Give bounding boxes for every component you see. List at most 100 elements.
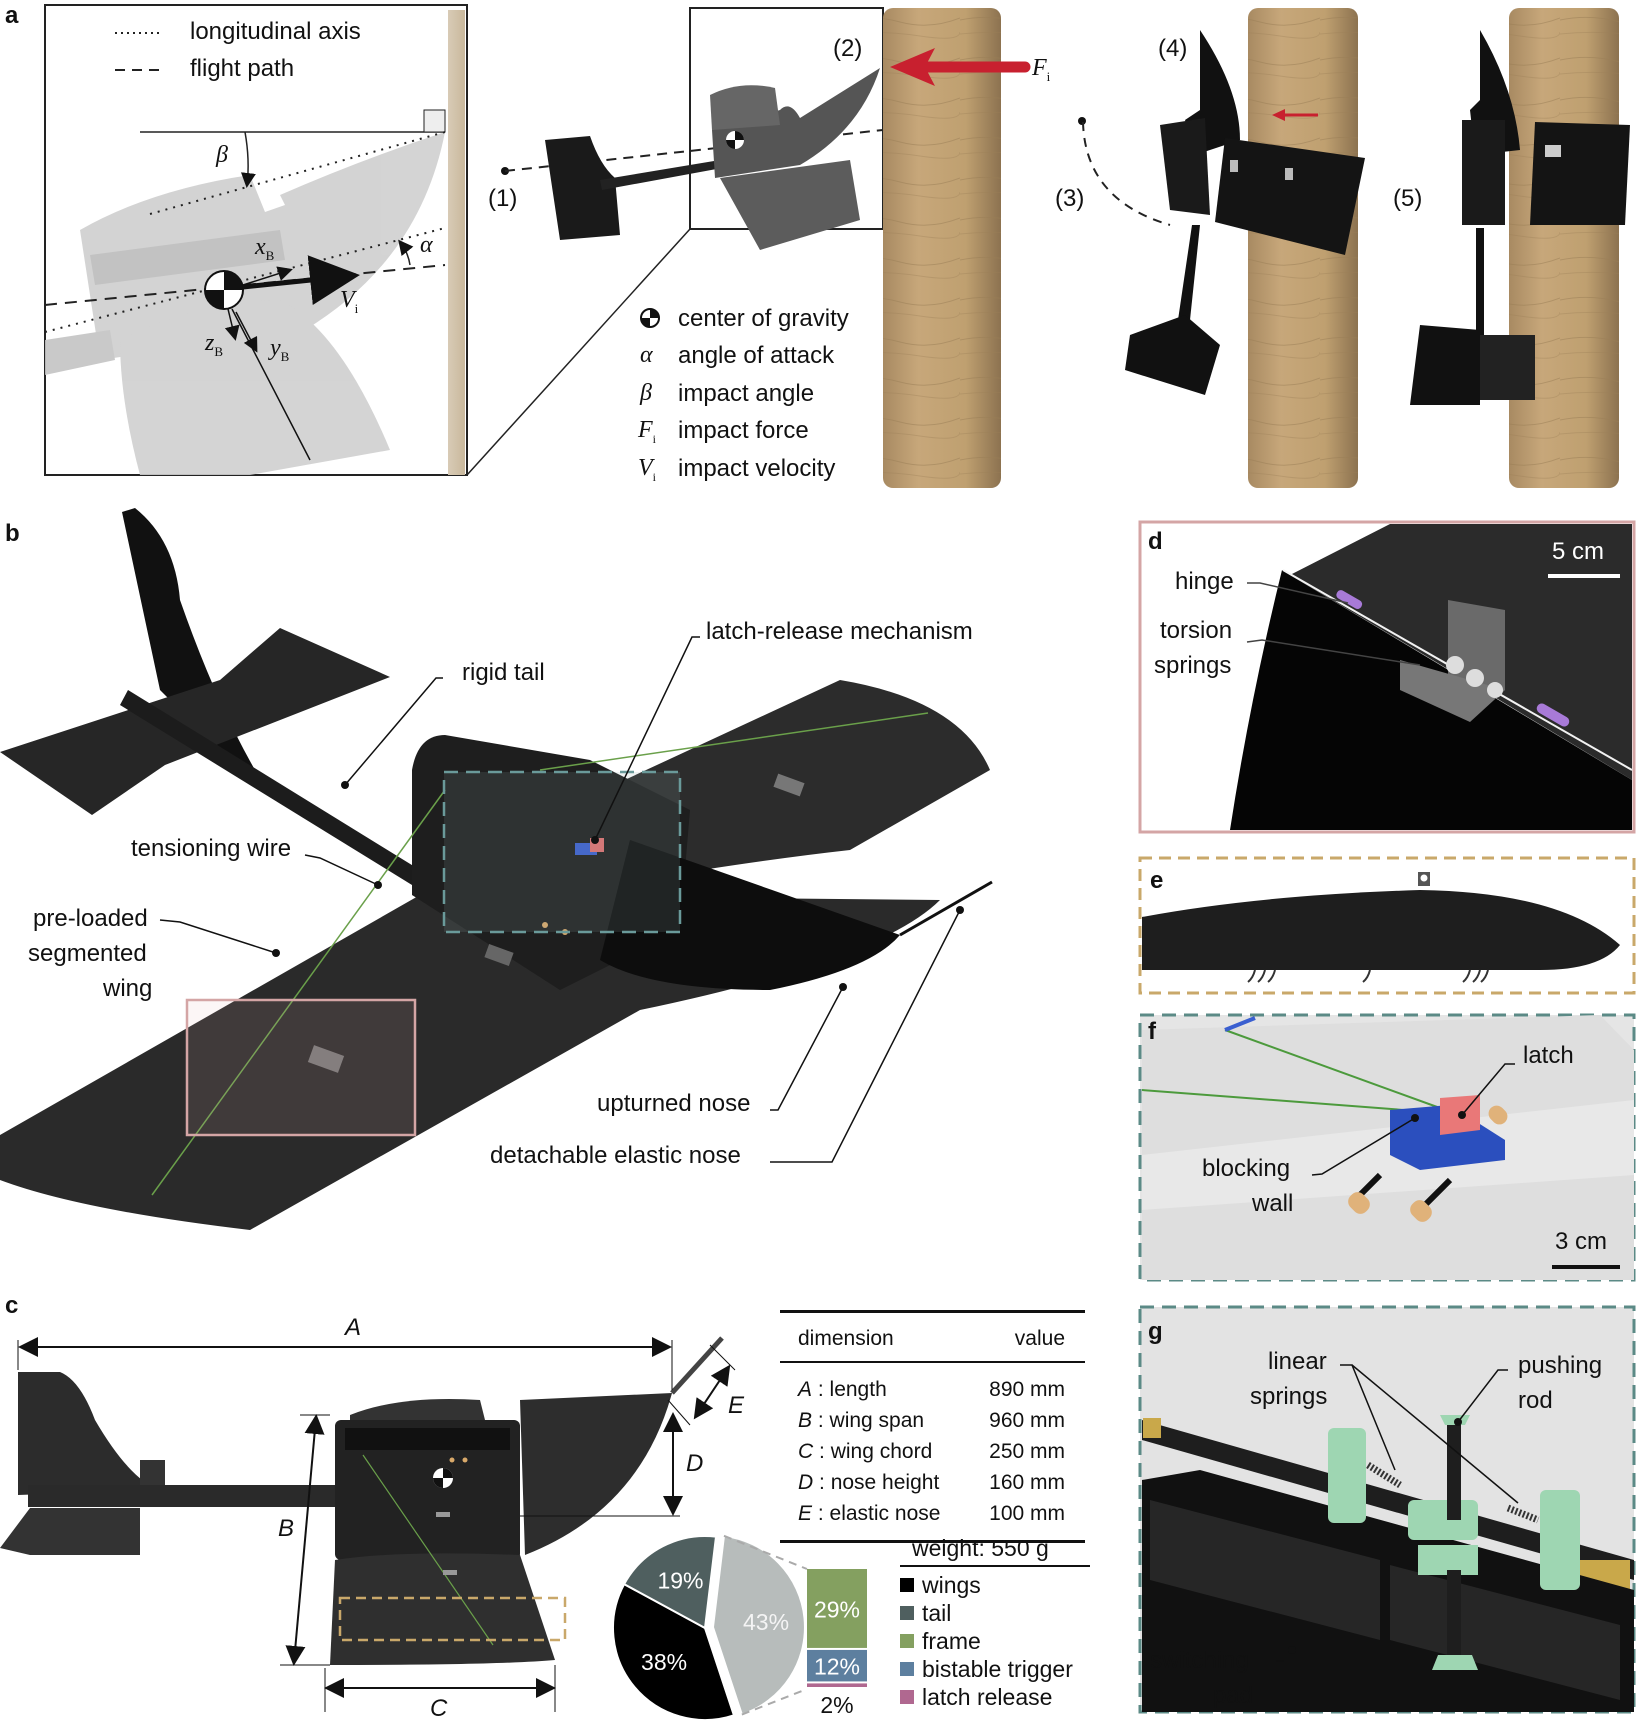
legend-beta-symbol: β	[640, 380, 652, 406]
table-row: B : wing span 960 mm	[798, 1409, 1065, 1432]
callout-switching: switching	[1150, 1647, 1249, 1674]
pie-slice-tail	[622, 1535, 718, 1630]
panel-f-label: f	[1148, 1018, 1156, 1045]
dim-letter-a: A	[345, 1314, 362, 1341]
legend-item-bistable-trigger: bistable trigger	[900, 1655, 1090, 1683]
callout-latch: latch	[1523, 1042, 1574, 1069]
legend-item-wings: wings	[900, 1571, 1090, 1599]
legend-flight-path: flight path	[190, 55, 295, 82]
legend-item-frame: frame	[900, 1627, 1090, 1655]
panel-d-label: d	[1148, 528, 1163, 555]
panel-g-label: g	[1148, 1318, 1163, 1345]
weight-title: weight: 550 g	[900, 1535, 1090, 1567]
legend-v-symbol: Vi	[638, 455, 657, 484]
legend-longitudinal-axis: longitudinal axis	[190, 18, 361, 45]
panel-f-zoom-box	[442, 770, 682, 934]
stage-4-label: (4)	[1158, 35, 1188, 62]
callout-tensioning-wire: tensioning wire	[131, 835, 292, 862]
yb-symbol: yB	[270, 335, 290, 364]
wing-airfoil-profile	[1142, 890, 1620, 970]
upturned-nose-shape	[600, 840, 900, 990]
swatch-tail	[900, 1606, 914, 1620]
table-row: D : nose height 160 mm	[798, 1471, 1065, 1494]
dimensions-table: dimension value A : length 890 mm B : wi…	[780, 1310, 1085, 1543]
breakdown-label-latch-release: 2%	[820, 1692, 853, 1718]
callout-hinge: hinge	[1175, 568, 1234, 595]
zb-symbol: zB	[205, 330, 224, 359]
breakdown-connector-bottom	[741, 1688, 808, 1716]
callout-latch-release-mechanism: latch-release mechanism	[706, 618, 973, 645]
callout-detachable-elastic-nose: detachable elastic nose	[490, 1142, 741, 1169]
legend-item-tail: tail	[900, 1599, 1090, 1627]
dim-letter-d: D	[686, 1450, 704, 1477]
callout-blocking: blocking	[1202, 1155, 1291, 1182]
callout-springs-g: springs	[1250, 1383, 1328, 1410]
airplane-stage-4	[1125, 30, 1365, 395]
swatch-wings	[900, 1578, 914, 1592]
table-header: dimension value	[780, 1310, 1085, 1363]
airplane-stage-5	[1410, 30, 1630, 405]
cog-legend-icon	[640, 308, 660, 328]
callout-preloaded-2: segmented	[28, 940, 147, 967]
swatch-latch	[900, 1690, 914, 1704]
breakdown-connector-top	[723, 1534, 808, 1570]
pale-wood-strip	[448, 10, 465, 475]
legend-angle-of-attack: angle of attack	[678, 342, 835, 369]
panel-c-label: c	[5, 1292, 19, 1319]
callout-linear: linear	[1268, 1348, 1327, 1375]
stage-2-label: (2)	[833, 35, 863, 62]
alpha-symbol: α	[420, 232, 433, 258]
dim-letter-c: C	[430, 1695, 448, 1722]
legend-impact-force: impact force	[678, 417, 809, 444]
panel-b-label: b	[5, 520, 20, 547]
callout-rod: rod	[1518, 1387, 1553, 1414]
beta-symbol: β	[216, 142, 228, 168]
pie-slice-frame-trigger-latch	[711, 1534, 806, 1716]
pie-label-wings: 38%	[641, 1649, 687, 1675]
legend-alpha-symbol: α	[640, 342, 653, 368]
callout-pushing: pushing	[1518, 1352, 1603, 1379]
callout-rigid-tail: rigid tail	[462, 659, 545, 686]
stage-3-label: (3)	[1055, 185, 1085, 212]
weight-legend: weight: 550 g wings tail frame bistable …	[900, 1535, 1090, 1711]
table-row: E : elastic nose 100 mm	[798, 1502, 1065, 1525]
pie-label-frame-trigger-latch: 43%	[743, 1609, 789, 1635]
panel-d-zoom-box	[185, 998, 417, 1137]
swatch-bistable	[900, 1662, 914, 1676]
legend-impact-velocity: impact velocity	[678, 455, 836, 482]
breakdown-bar-latch-release	[807, 1683, 867, 1687]
breakdown-bar-frame	[807, 1569, 867, 1648]
horizontal-tail	[0, 628, 390, 815]
swatch-frame	[900, 1634, 914, 1648]
inset-cog-icon	[204, 270, 244, 310]
callout-pad: pad	[1213, 1682, 1254, 1709]
header-value: value	[1014, 1327, 1065, 1350]
table-row: A : length 890 mm	[798, 1378, 1065, 1401]
callout-preloaded-3: wing	[103, 975, 153, 1002]
airplane-stage-2	[545, 68, 880, 250]
legend-center-of-gravity: center of gravity	[678, 305, 849, 332]
callout-preloaded-1: pre-loaded	[33, 905, 148, 932]
callout-wall: wall	[1252, 1190, 1294, 1217]
breakdown-bar-bistable-trigger	[807, 1649, 867, 1682]
inset-airplane-ghost	[45, 132, 445, 475]
panel-e-label: e	[1150, 867, 1164, 894]
stage-1-label: (1)	[488, 185, 518, 212]
header-dimension: dimension	[798, 1327, 894, 1350]
table-row: C : wing chord 250 mm	[798, 1440, 1065, 1463]
stage-5-label: (5)	[1393, 185, 1423, 212]
dim-letter-b: B	[278, 1515, 295, 1542]
legend-item-latch-release: latch release	[900, 1683, 1090, 1711]
xb-symbol: xB	[255, 234, 275, 263]
callout-springs: springs	[1154, 652, 1232, 679]
scale-3cm: 3 cm	[1555, 1228, 1608, 1255]
breakdown-label-bistable-trigger: 12%	[814, 1654, 860, 1680]
dim-letter-e: E	[728, 1392, 745, 1419]
